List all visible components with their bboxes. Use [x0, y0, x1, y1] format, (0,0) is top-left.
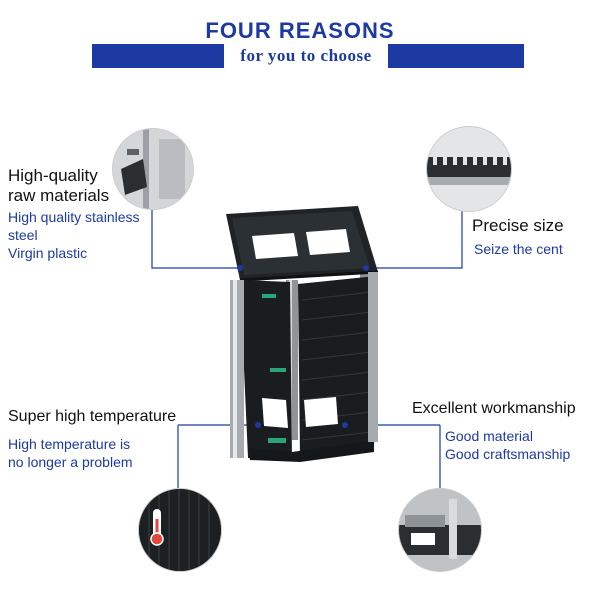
feature-temperature-line1: High temperature is [8, 436, 131, 452]
feature-temperature-line2: no longer a problem [8, 454, 133, 470]
callout-dot-workmanship [342, 422, 348, 428]
rack-post-front-right [368, 272, 378, 442]
title-bar-left [92, 44, 224, 68]
detail-circle-raw-materials [112, 128, 194, 210]
connector-raw-materials [151, 205, 238, 269]
rack-handle-middle [270, 368, 286, 372]
rack-top-opening-1 [252, 233, 298, 259]
feature-workmanship-line1: Good material [445, 428, 533, 444]
detail-circle-precise-size [426, 126, 512, 212]
feature-raw-materials-heading: High-quality raw materials [8, 166, 110, 205]
feature-precise-size-line1: Seize the cent [474, 241, 563, 257]
callout-dot-temperature [255, 422, 261, 428]
feature-temperature-heading: Super high temperature [8, 408, 177, 425]
page-subtitle: for you to choose [240, 46, 372, 65]
feature-workmanship-heading: Excellent workmanship [412, 400, 576, 417]
rack-side-panel-right [298, 276, 376, 458]
rack-cutout-right [304, 397, 338, 427]
rack [226, 206, 379, 462]
page-title: FOUR REASONS [205, 18, 395, 43]
feature-raw-materials-line1: High quality stainless [8, 209, 140, 225]
feature-raw-materials-line2: steel [8, 227, 38, 243]
feature-raw-materials-line3: Virgin plastic [8, 245, 88, 261]
callout-dot-raw-materials [237, 265, 243, 271]
connector-precise-size [366, 205, 463, 269]
rack-top-opening-2 [306, 229, 350, 255]
connector-lines [151, 205, 463, 488]
thermometer-icon [150, 509, 164, 546]
feature-precise-size-heading: Precise size [472, 216, 564, 235]
detail-circle-temperature [138, 488, 222, 572]
rack-bottom-frame [248, 440, 374, 462]
rack-handle-bottom [268, 438, 286, 443]
detail-circle-workmanship [398, 488, 482, 572]
title-bar-right [388, 44, 524, 68]
feature-workmanship-line2: Good craftsmanship [445, 446, 571, 462]
rack-cutout-left [262, 398, 288, 428]
rack-handle-top [262, 294, 276, 298]
callout-dot-precise-size [363, 265, 369, 271]
